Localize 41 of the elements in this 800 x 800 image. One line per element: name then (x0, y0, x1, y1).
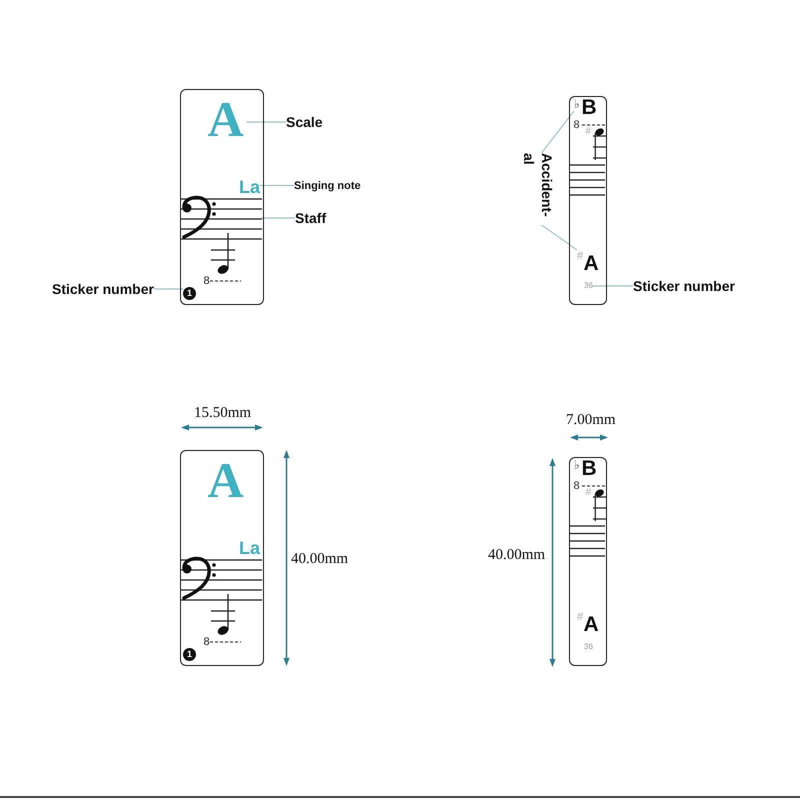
bass-clef-staff (181, 194, 262, 242)
sticker-number: 36 (584, 642, 593, 652)
note-sticker (180, 450, 264, 666)
callout-label: Accident- al (520, 153, 556, 225)
sharp-sign: # (586, 126, 592, 137)
octave-mark: 8 (574, 119, 580, 131)
sticker-number: 1 (183, 648, 196, 661)
callout-label: Singing note (294, 178, 361, 192)
leader-line (541, 224, 578, 250)
note-letter: B (582, 458, 597, 480)
callout-label: Sticker number (633, 277, 735, 295)
singing-note-text: La (239, 176, 260, 196)
note-letter: A (584, 253, 599, 275)
flat-sign: ♭ (574, 97, 580, 111)
sharp-sign: # (586, 487, 592, 498)
leader-line (541, 110, 574, 154)
callout-label: Sticker number (52, 280, 154, 298)
callout-label: Staff (295, 209, 326, 227)
sharp-sign: # (577, 611, 584, 623)
dimension-label: 7.00mm (566, 411, 616, 429)
note-letter: A (584, 614, 599, 636)
sticker-number: 36 (584, 281, 593, 291)
leader-line (153, 288, 184, 290)
sharp-sign: # (577, 250, 584, 262)
callout-label: Scale (286, 113, 323, 131)
scale-letter: A (206, 454, 245, 504)
dimension-label: 40.00mm (291, 550, 348, 568)
note-sticker (569, 96, 607, 305)
note-letter: B (582, 97, 597, 119)
note-sticker (569, 457, 607, 666)
note-sticker (180, 89, 264, 305)
octave-mark: 8 (204, 275, 210, 287)
octave-mark: 8 (204, 636, 210, 648)
leader-line (260, 185, 294, 186)
octave-mark: 8 (574, 480, 580, 492)
singing-note-text: La (239, 538, 260, 558)
dimension-label: 15.50mm (194, 404, 252, 422)
dimension-label: 40.00mm (488, 546, 546, 564)
flat-sign: ♭ (574, 458, 580, 472)
scale-letter: A (204, 94, 246, 144)
sticker-number: 1 (183, 287, 196, 300)
